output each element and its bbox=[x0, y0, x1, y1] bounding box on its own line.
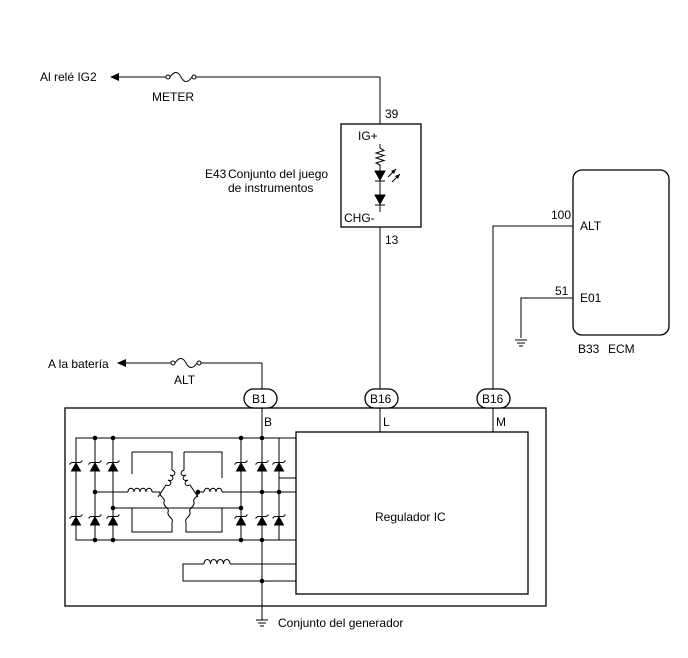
ecm-box bbox=[572, 169, 670, 336]
rectifier-diode-icon bbox=[234, 460, 248, 472]
rectifier-diode-icon bbox=[255, 514, 269, 526]
pin-alt-label: ALT bbox=[580, 219, 602, 233]
pin-39-label: 39 bbox=[385, 107, 399, 121]
arrow-left-icon bbox=[117, 359, 126, 367]
rectifier-diode-icon bbox=[106, 460, 120, 472]
e43-name-line1: Conjunto del juego bbox=[228, 167, 328, 181]
fuse-alt-icon bbox=[170, 358, 202, 368]
ecm-name-label: ECM bbox=[608, 342, 635, 356]
rectifier-diode-icon bbox=[272, 514, 286, 526]
coil-icon bbox=[203, 487, 223, 493]
rectifier-bridge bbox=[69, 435, 296, 543]
b33-code-label: B33 bbox=[578, 342, 600, 356]
fuse-meter-label: METER bbox=[152, 90, 194, 104]
connector-b16-m: B16 bbox=[476, 388, 511, 409]
fuse-alt-label: ALT bbox=[174, 373, 196, 387]
ig2-relay-line bbox=[110, 72, 381, 124]
battery-line bbox=[117, 358, 263, 389]
instrument-cluster-box bbox=[340, 123, 422, 228]
coil-icon bbox=[159, 491, 173, 523]
rectifier-diode-icon bbox=[234, 514, 248, 526]
fuse-meter-icon bbox=[165, 72, 197, 82]
connector-b16-m-label: B16 bbox=[482, 392, 504, 406]
wire-ecm-ground bbox=[514, 297, 573, 347]
connector-b16-l-label: B16 bbox=[370, 392, 392, 406]
rectifier-diode-icon bbox=[88, 514, 102, 526]
terminal-l-label: L bbox=[383, 415, 390, 429]
led-icon bbox=[374, 168, 401, 183]
rotor-field-coil bbox=[182, 558, 296, 584]
coil-icon bbox=[203, 559, 231, 565]
e43-name-line2: de instrumentos bbox=[228, 181, 313, 195]
e43-code-label: E43 bbox=[205, 167, 227, 181]
to-ig2-relay-label: Al relé IG2 bbox=[40, 70, 97, 84]
rectifier-diode-icon bbox=[106, 514, 120, 526]
connector-b16-l: B16 bbox=[364, 388, 399, 409]
arrow-left-icon bbox=[110, 73, 119, 81]
coil-icon bbox=[185, 491, 199, 523]
wire-m-terminal bbox=[492, 225, 573, 389]
pin-ig-plus-label: IG+ bbox=[358, 129, 378, 143]
terminal-b-label: B bbox=[264, 415, 272, 429]
rectifier-diode-icon bbox=[69, 514, 83, 526]
charge-warning-circuit bbox=[374, 144, 401, 212]
generator-box bbox=[64, 407, 547, 607]
ground-icon bbox=[514, 339, 528, 347]
coil-icon bbox=[180, 469, 199, 498]
diode-icon bbox=[374, 194, 386, 206]
connector-b1-label: B1 bbox=[252, 392, 267, 406]
connector-b1: B1 bbox=[243, 388, 278, 409]
coil-icon bbox=[160, 474, 164, 478]
resistor-icon bbox=[374, 147, 386, 166]
terminal-m-label: M bbox=[496, 415, 506, 429]
rectifier-diode-icon bbox=[255, 460, 269, 472]
rectifier-diode-icon bbox=[272, 460, 286, 472]
rectifier-diode-icon bbox=[88, 460, 102, 472]
stator-winding bbox=[127, 451, 223, 533]
pin-13-label: 13 bbox=[385, 233, 399, 247]
ground-icon bbox=[255, 619, 269, 627]
pin-e01-label: E01 bbox=[580, 291, 602, 305]
to-battery-label: A la batería bbox=[48, 357, 109, 371]
pin-100-label: 100 bbox=[551, 208, 571, 222]
coil-icon bbox=[157, 469, 176, 498]
rectifier-diode-icon bbox=[69, 460, 83, 472]
ic-regulator-label: Regulador IC bbox=[375, 510, 446, 524]
ic-regulator-box bbox=[295, 431, 529, 595]
pin-51-label: 51 bbox=[555, 284, 569, 298]
pin-chg-minus-label: CHG- bbox=[344, 211, 375, 225]
coil-icon bbox=[127, 487, 153, 493]
generator-label: Conjunto del generador bbox=[278, 616, 403, 630]
